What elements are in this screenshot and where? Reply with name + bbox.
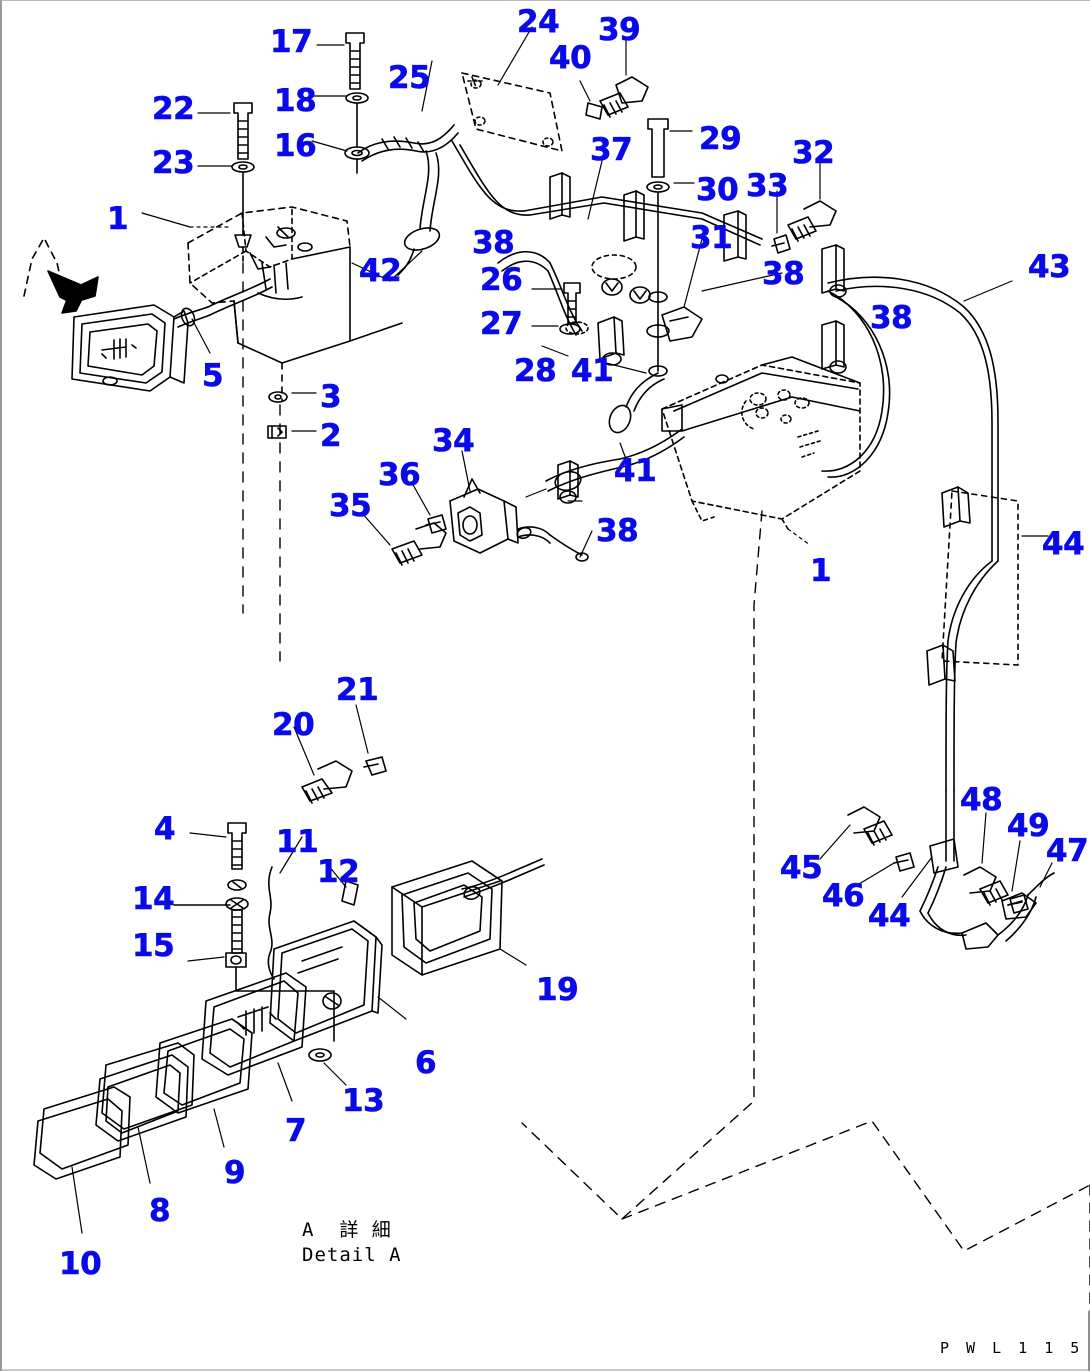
detail-a-caption-jp: A 詳 細: [302, 1219, 392, 1241]
callout-21: 21: [336, 672, 379, 708]
callout-7: 7: [285, 1113, 307, 1149]
bottom-rule: [2, 1369, 1090, 1371]
callout-43: 43: [1028, 249, 1071, 285]
callout-49: 49: [1007, 808, 1050, 844]
callout-2: 2: [320, 418, 342, 454]
callout-8: 8: [149, 1193, 171, 1229]
callout-39: 39: [598, 12, 641, 48]
callout-46: 46: [822, 878, 865, 914]
callout-25: 25: [388, 60, 431, 96]
callout-28: 28: [514, 353, 557, 389]
callout-44: 44: [1042, 526, 1085, 562]
callout-47: 47: [1046, 833, 1089, 869]
callout-3: 3: [320, 379, 342, 415]
callout-32: 32: [792, 135, 835, 171]
callout-19: 19: [536, 972, 579, 1008]
callout-38: 38: [870, 300, 913, 336]
callout-38: 38: [596, 513, 639, 549]
callout-9: 9: [224, 1155, 246, 1191]
callout-44: 44: [868, 898, 911, 934]
callout-14: 14: [132, 881, 175, 917]
callout-31: 31: [690, 220, 733, 256]
callout-5: 5: [202, 358, 224, 394]
callout-41: 41: [571, 353, 614, 389]
callout-20: 20: [272, 707, 315, 743]
callout-13: 13: [342, 1083, 385, 1119]
callout-42: 42: [359, 253, 402, 289]
callout-29: 29: [699, 121, 742, 157]
callout-30: 30: [696, 172, 739, 208]
callout-45: 45: [780, 850, 823, 886]
callout-6: 6: [415, 1045, 437, 1081]
callout-36: 36: [378, 457, 421, 493]
callout-27: 27: [480, 306, 523, 342]
callout-35: 35: [329, 488, 372, 524]
callout-40: 40: [549, 40, 592, 76]
right-rule: [1088, 1311, 1090, 1371]
callout-22: 22: [152, 91, 195, 127]
callout-12: 12: [317, 854, 360, 890]
callout-26: 26: [480, 262, 523, 298]
callout-23: 23: [152, 145, 195, 181]
callout-38: 38: [762, 256, 805, 292]
callout-17: 17: [270, 24, 313, 60]
callout-11: 11: [276, 824, 319, 860]
callout-10: 10: [59, 1246, 102, 1282]
callout-48: 48: [960, 782, 1003, 818]
callout-24: 24: [517, 4, 560, 40]
callout-34: 34: [432, 423, 475, 459]
callout-38: 38: [472, 225, 515, 261]
callout-41: 41: [614, 453, 657, 489]
callout-1: 1: [107, 201, 129, 237]
callout-37: 37: [590, 132, 633, 168]
callout-4: 4: [154, 811, 176, 847]
callout-18: 18: [274, 83, 317, 119]
callout-16: 16: [274, 128, 317, 164]
page-code: P W L 1 1 5 8: [940, 1339, 1090, 1357]
detail-a-caption-en: Detail A: [302, 1244, 402, 1266]
callout-33: 33: [746, 168, 789, 204]
callout-1: 1: [810, 553, 832, 589]
callout-15: 15: [132, 928, 175, 964]
